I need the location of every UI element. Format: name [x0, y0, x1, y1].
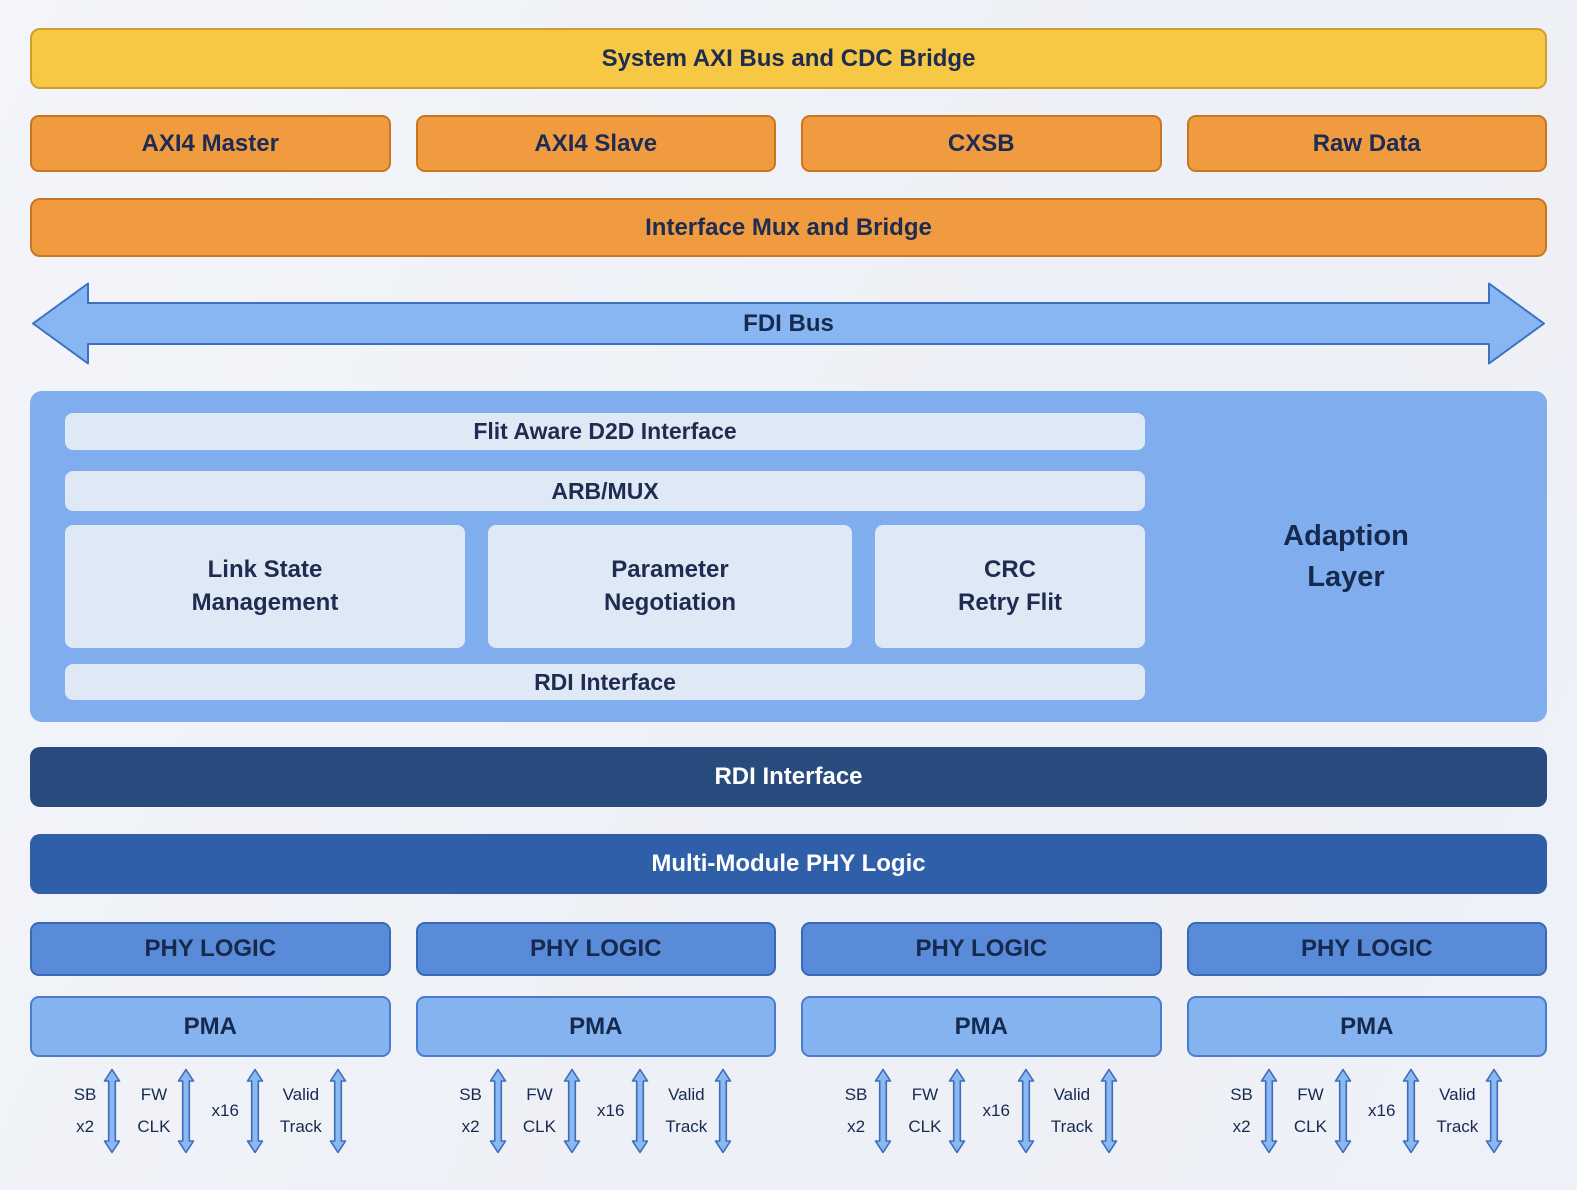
signal-label-valid-track: Valid Track [665, 1084, 708, 1136]
vertical-double-arrow-icon [489, 1068, 507, 1154]
signal-label-fw-clk: FW CLK [1293, 1084, 1327, 1136]
box-pma-1: PMA [30, 996, 391, 1057]
vertical-double-arrow-icon [1334, 1068, 1352, 1154]
vertical-double-arrow-icon [875, 1068, 892, 1154]
vertical-double-arrow-icon [1485, 1068, 1503, 1154]
pma-row: PMA PMA PMA PMA [30, 996, 1547, 1057]
signal-label-x16: x16 [211, 1100, 239, 1120]
fdi-bus-arrow: FDI Bus [30, 281, 1547, 366]
signal-label-fw-clk: FW CLK [522, 1084, 556, 1136]
vertical-double-arrow-icon [1017, 1068, 1035, 1154]
multi-module-phy-logic-bar: Multi-Module PHY Logic [30, 834, 1547, 894]
system-axi-bus-bar: System AXI Bus and CDC Bridge [30, 28, 1547, 89]
box-phy-logic-3: PHY LOGIC [801, 922, 1162, 976]
box-crc-retry-flit: CRC Retry Flit [875, 525, 1145, 648]
adaption-layer-title: Adaption Layer [1283, 519, 1409, 593]
box-cxsb: CXSB [801, 115, 1162, 172]
signal-label-valid-track: Valid Track [279, 1084, 322, 1136]
adaption-layer-box: Flit Aware D2D Interface ARB/MUX Link St… [30, 391, 1547, 722]
vertical-double-arrow-icon [329, 1068, 347, 1154]
signal-label-sb-x2: SB x2 [844, 1084, 868, 1136]
vertical-double-arrow-icon [178, 1068, 195, 1154]
signal-label-fw-clk: FW CLK [908, 1084, 942, 1136]
phy-logic-row: PHY LOGIC PHY LOGIC PHY LOGIC PHY LOGIC [30, 922, 1547, 976]
box-phy-logic-1: PHY LOGIC [30, 922, 391, 976]
signal-label-sb-x2: SB x2 [73, 1084, 97, 1136]
rdi-interface-bar: RDI Interface [30, 747, 1547, 807]
vertical-double-arrow-icon [949, 1068, 966, 1154]
signal-label-valid-track: Valid Track [1050, 1084, 1093, 1136]
adaption-modules-row: Link State Management Parameter Negotiat… [65, 525, 1145, 648]
vertical-double-arrow-icon [246, 1068, 264, 1154]
box-pma-3: PMA [801, 996, 1162, 1057]
signal-group: SB x2 FW CLK x16 Valid Track [1187, 1063, 1548, 1159]
box-pma-4: PMA [1186, 996, 1547, 1057]
signal-label-x16: x16 [596, 1100, 625, 1120]
box-pma-2: PMA [415, 996, 776, 1057]
fdi-bus-label: FDI Bus [743, 309, 834, 337]
flit-aware-d2d-bar: Flit Aware D2D Interface [65, 413, 1145, 450]
interface-mux-bar: Interface Mux and Bridge [30, 198, 1547, 257]
signal-label-fw-clk: FW CLK [137, 1084, 171, 1136]
vertical-double-arrow-icon [1260, 1068, 1278, 1154]
box-raw-data: Raw Data [1186, 115, 1547, 172]
box-parameter-negotiation: Parameter Negotiation [488, 525, 852, 648]
vertical-double-arrow-icon [104, 1068, 121, 1154]
box-axi4-master: AXI4 Master [30, 115, 391, 172]
signal-label-x16: x16 [982, 1100, 1010, 1120]
signal-label-x16: x16 [1367, 1100, 1396, 1120]
vertical-double-arrow-icon [563, 1068, 581, 1154]
vertical-double-arrow-icon [1100, 1068, 1118, 1154]
box-phy-logic-2: PHY LOGIC [415, 922, 776, 976]
signal-group: SB x2 FW CLK x16 Valid Track [30, 1063, 391, 1159]
vertical-double-arrow-icon [714, 1068, 732, 1154]
signal-label-sb-x2: SB x2 [1230, 1084, 1253, 1136]
vertical-double-arrow-icon [632, 1068, 649, 1154]
signal-group: SB x2 FW CLK x16 Valid Track [416, 1063, 777, 1159]
signal-group: SB x2 FW CLK x16 Valid Track [801, 1063, 1162, 1159]
rdi-interface-inner-bar: RDI Interface [65, 664, 1145, 700]
vertical-double-arrow-icon [1403, 1068, 1420, 1154]
signal-label-sb-x2: SB x2 [459, 1084, 482, 1136]
signal-label-valid-track: Valid Track [1436, 1084, 1479, 1136]
interface-row: AXI4 Master AXI4 Slave CXSB Raw Data [30, 115, 1547, 172]
arb-mux-bar: ARB/MUX [65, 471, 1145, 511]
horizontal-double-arrow-icon [32, 282, 1545, 365]
signal-rows: SB x2 FW CLK x16 Valid Track SB x2 [30, 1063, 1547, 1159]
box-axi4-slave: AXI4 Slave [415, 115, 776, 172]
adaption-layer-stack: Flit Aware D2D Interface ARB/MUX Link St… [65, 413, 1145, 700]
box-phy-logic-4: PHY LOGIC [1186, 922, 1547, 976]
box-link-state-management: Link State Management [65, 525, 465, 648]
